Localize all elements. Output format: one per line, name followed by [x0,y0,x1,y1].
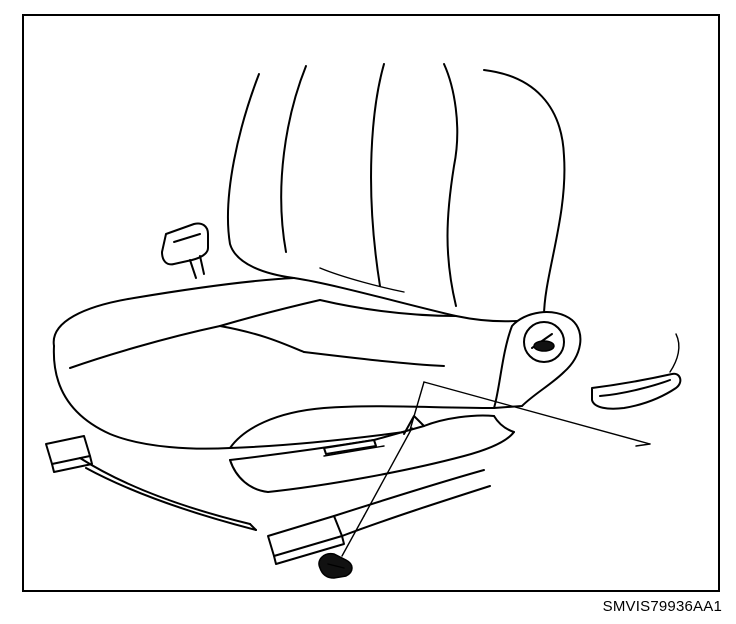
seat-back [227,63,566,323]
seat-rails [45,435,491,565]
screw-icon [318,427,413,579]
recliner-panel [493,311,582,409]
recliner-cover-icon [591,333,682,410]
seat-diagram [45,63,682,579]
figure-frame [22,14,720,592]
seatbelt-buckle [161,222,209,279]
leader-lines [409,381,651,447]
side-trim [229,414,515,493]
figure-code: SMVIS79936AA1 [602,598,722,615]
seat-cushion [52,277,525,450]
